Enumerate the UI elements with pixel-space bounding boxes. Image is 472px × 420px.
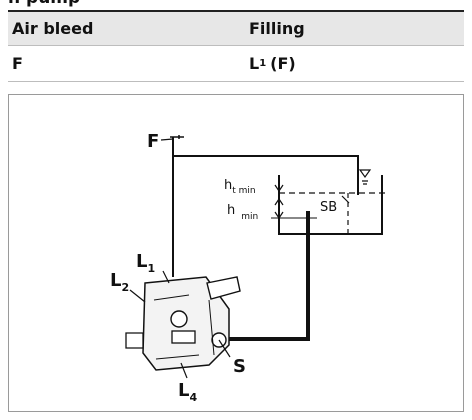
L1-leader	[162, 270, 170, 284]
pump-valve	[206, 276, 241, 300]
filling-port: L	[249, 54, 260, 73]
label-L4: L4	[178, 380, 197, 404]
F-leader	[160, 138, 174, 141]
S-leader	[218, 339, 231, 358]
label-L2: L2	[110, 270, 129, 294]
ht-dim-line	[274, 175, 284, 193]
air-bleed-cap	[170, 135, 184, 139]
label-F: F	[147, 131, 159, 152]
suction-line	[228, 211, 310, 341]
pump-shaft	[125, 332, 144, 349]
section-heading: n pump	[8, 0, 80, 8]
L4-leader	[180, 362, 188, 379]
label-ht-min: ht min	[224, 178, 256, 196]
filling-value: L 1 (F)	[249, 46, 296, 81]
pump-port-top	[170, 310, 188, 328]
water-level-icon	[358, 169, 372, 185]
label-S: S	[233, 356, 246, 377]
filling-port-subscript: 1	[259, 58, 267, 69]
table-header-row: Air bleed Filling	[8, 12, 464, 46]
fill-table: Air bleed Filling F L 1 (F)	[8, 10, 464, 82]
pump-detail	[153, 294, 215, 360]
L2-leader	[129, 289, 146, 303]
header-air-bleed: Air bleed	[12, 19, 94, 38]
air-bleed-value: F	[12, 54, 23, 73]
leak-line	[173, 155, 359, 195]
label-L1: L1	[136, 251, 155, 275]
table-value-row: F L 1 (F)	[8, 46, 464, 82]
header-filling: Filling	[249, 19, 305, 38]
sb-baffle	[341, 195, 350, 204]
h-dim-line	[274, 197, 284, 220]
pump-box	[171, 330, 196, 344]
label-SB: SB	[320, 200, 337, 215]
filling-alt-port: (F)	[270, 54, 296, 73]
